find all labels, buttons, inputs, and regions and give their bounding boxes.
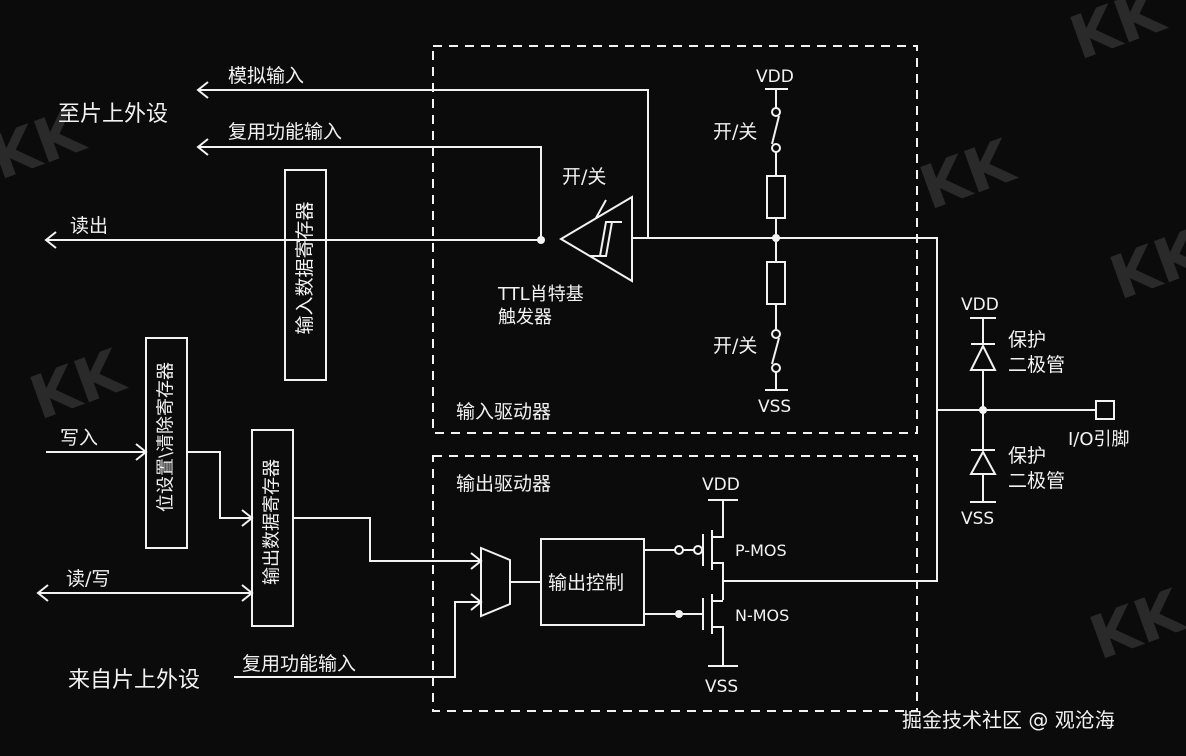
vss-output-label: VSS <box>705 677 738 697</box>
from-peripheral-label: 来自片上外设 <box>68 668 200 693</box>
protection-diodes <box>969 317 997 503</box>
svg-text:KK: KK <box>1061 0 1175 74</box>
bit-set-reset-register-label: 位设置\清除寄存器 <box>156 362 177 512</box>
pull-resistor-network <box>765 88 788 391</box>
svg-text:KK: KK <box>1101 216 1186 314</box>
alt-func-input-bottom-label: 复用功能输入 <box>242 653 356 675</box>
input-data-register-label: 输入数据寄存器 <box>294 201 316 334</box>
io-pin-label: I/O引脚 <box>1068 429 1130 450</box>
nmos-label: N-MOS <box>735 606 789 625</box>
schmitt-trigger <box>559 195 633 283</box>
alt-func-input-top-label: 复用功能输入 <box>228 121 342 143</box>
read-write-label: 读/写 <box>66 568 110 590</box>
vss-protect-label: VSS <box>961 509 994 529</box>
vdd-top-label: VDD <box>756 67 794 87</box>
pmos-label: P-MOS <box>735 541 787 560</box>
analog-input-label: 模拟输入 <box>228 65 304 87</box>
credit-watermark: 掘金技术社区 @ 观沧海 <box>902 708 1115 732</box>
write-in-label: 写入 <box>60 427 98 449</box>
on-off-top-label: 开/关 <box>713 121 757 143</box>
output-driver-label: 输出驱动器 <box>456 473 551 495</box>
vss-input-label: VSS <box>758 397 791 417</box>
output-path-wires <box>36 443 541 678</box>
schmitt-label-line2: 触发器 <box>498 307 552 328</box>
schmitt-label-line1: TTL肖特基 <box>497 284 584 305</box>
on-off-schmitt-label: 开/关 <box>562 166 606 188</box>
on-off-bottom-label: 开/关 <box>713 335 757 357</box>
read-out-label: 读出 <box>70 215 108 237</box>
junction-dot <box>537 236 545 244</box>
protect-top-line1: 保护 <box>1008 329 1046 351</box>
output-data-register-box <box>251 429 294 627</box>
input-driver-label: 输入驱动器 <box>456 401 551 423</box>
io-pin-pad <box>1095 400 1115 420</box>
protect-bottom-line1: 保护 <box>1008 445 1046 467</box>
svg-text:KK: KK <box>1081 576 1186 674</box>
protect-bottom-line2: 二极管 <box>1008 470 1065 492</box>
svg-text:KK: KK <box>21 336 135 434</box>
output-data-register-label: 输出数据寄存器 <box>262 459 283 585</box>
input-data-register-box <box>284 169 327 381</box>
input-driver-box <box>432 45 918 434</box>
mos-transistors <box>644 499 738 667</box>
bit-set-reset-register-box <box>145 337 188 549</box>
input-path-wires <box>44 81 1096 582</box>
svg-text:KK: KK <box>911 126 1025 224</box>
output-control-box <box>540 538 645 626</box>
vdd-output-label: VDD <box>702 475 740 495</box>
vdd-protect-label: VDD <box>961 295 999 315</box>
protect-top-line2: 二极管 <box>1008 354 1065 376</box>
output-control-label: 输出控制 <box>548 572 624 594</box>
output-driver-box <box>432 455 918 712</box>
output-mux <box>480 546 511 618</box>
to-peripheral-label: 至片上外设 <box>58 102 168 127</box>
